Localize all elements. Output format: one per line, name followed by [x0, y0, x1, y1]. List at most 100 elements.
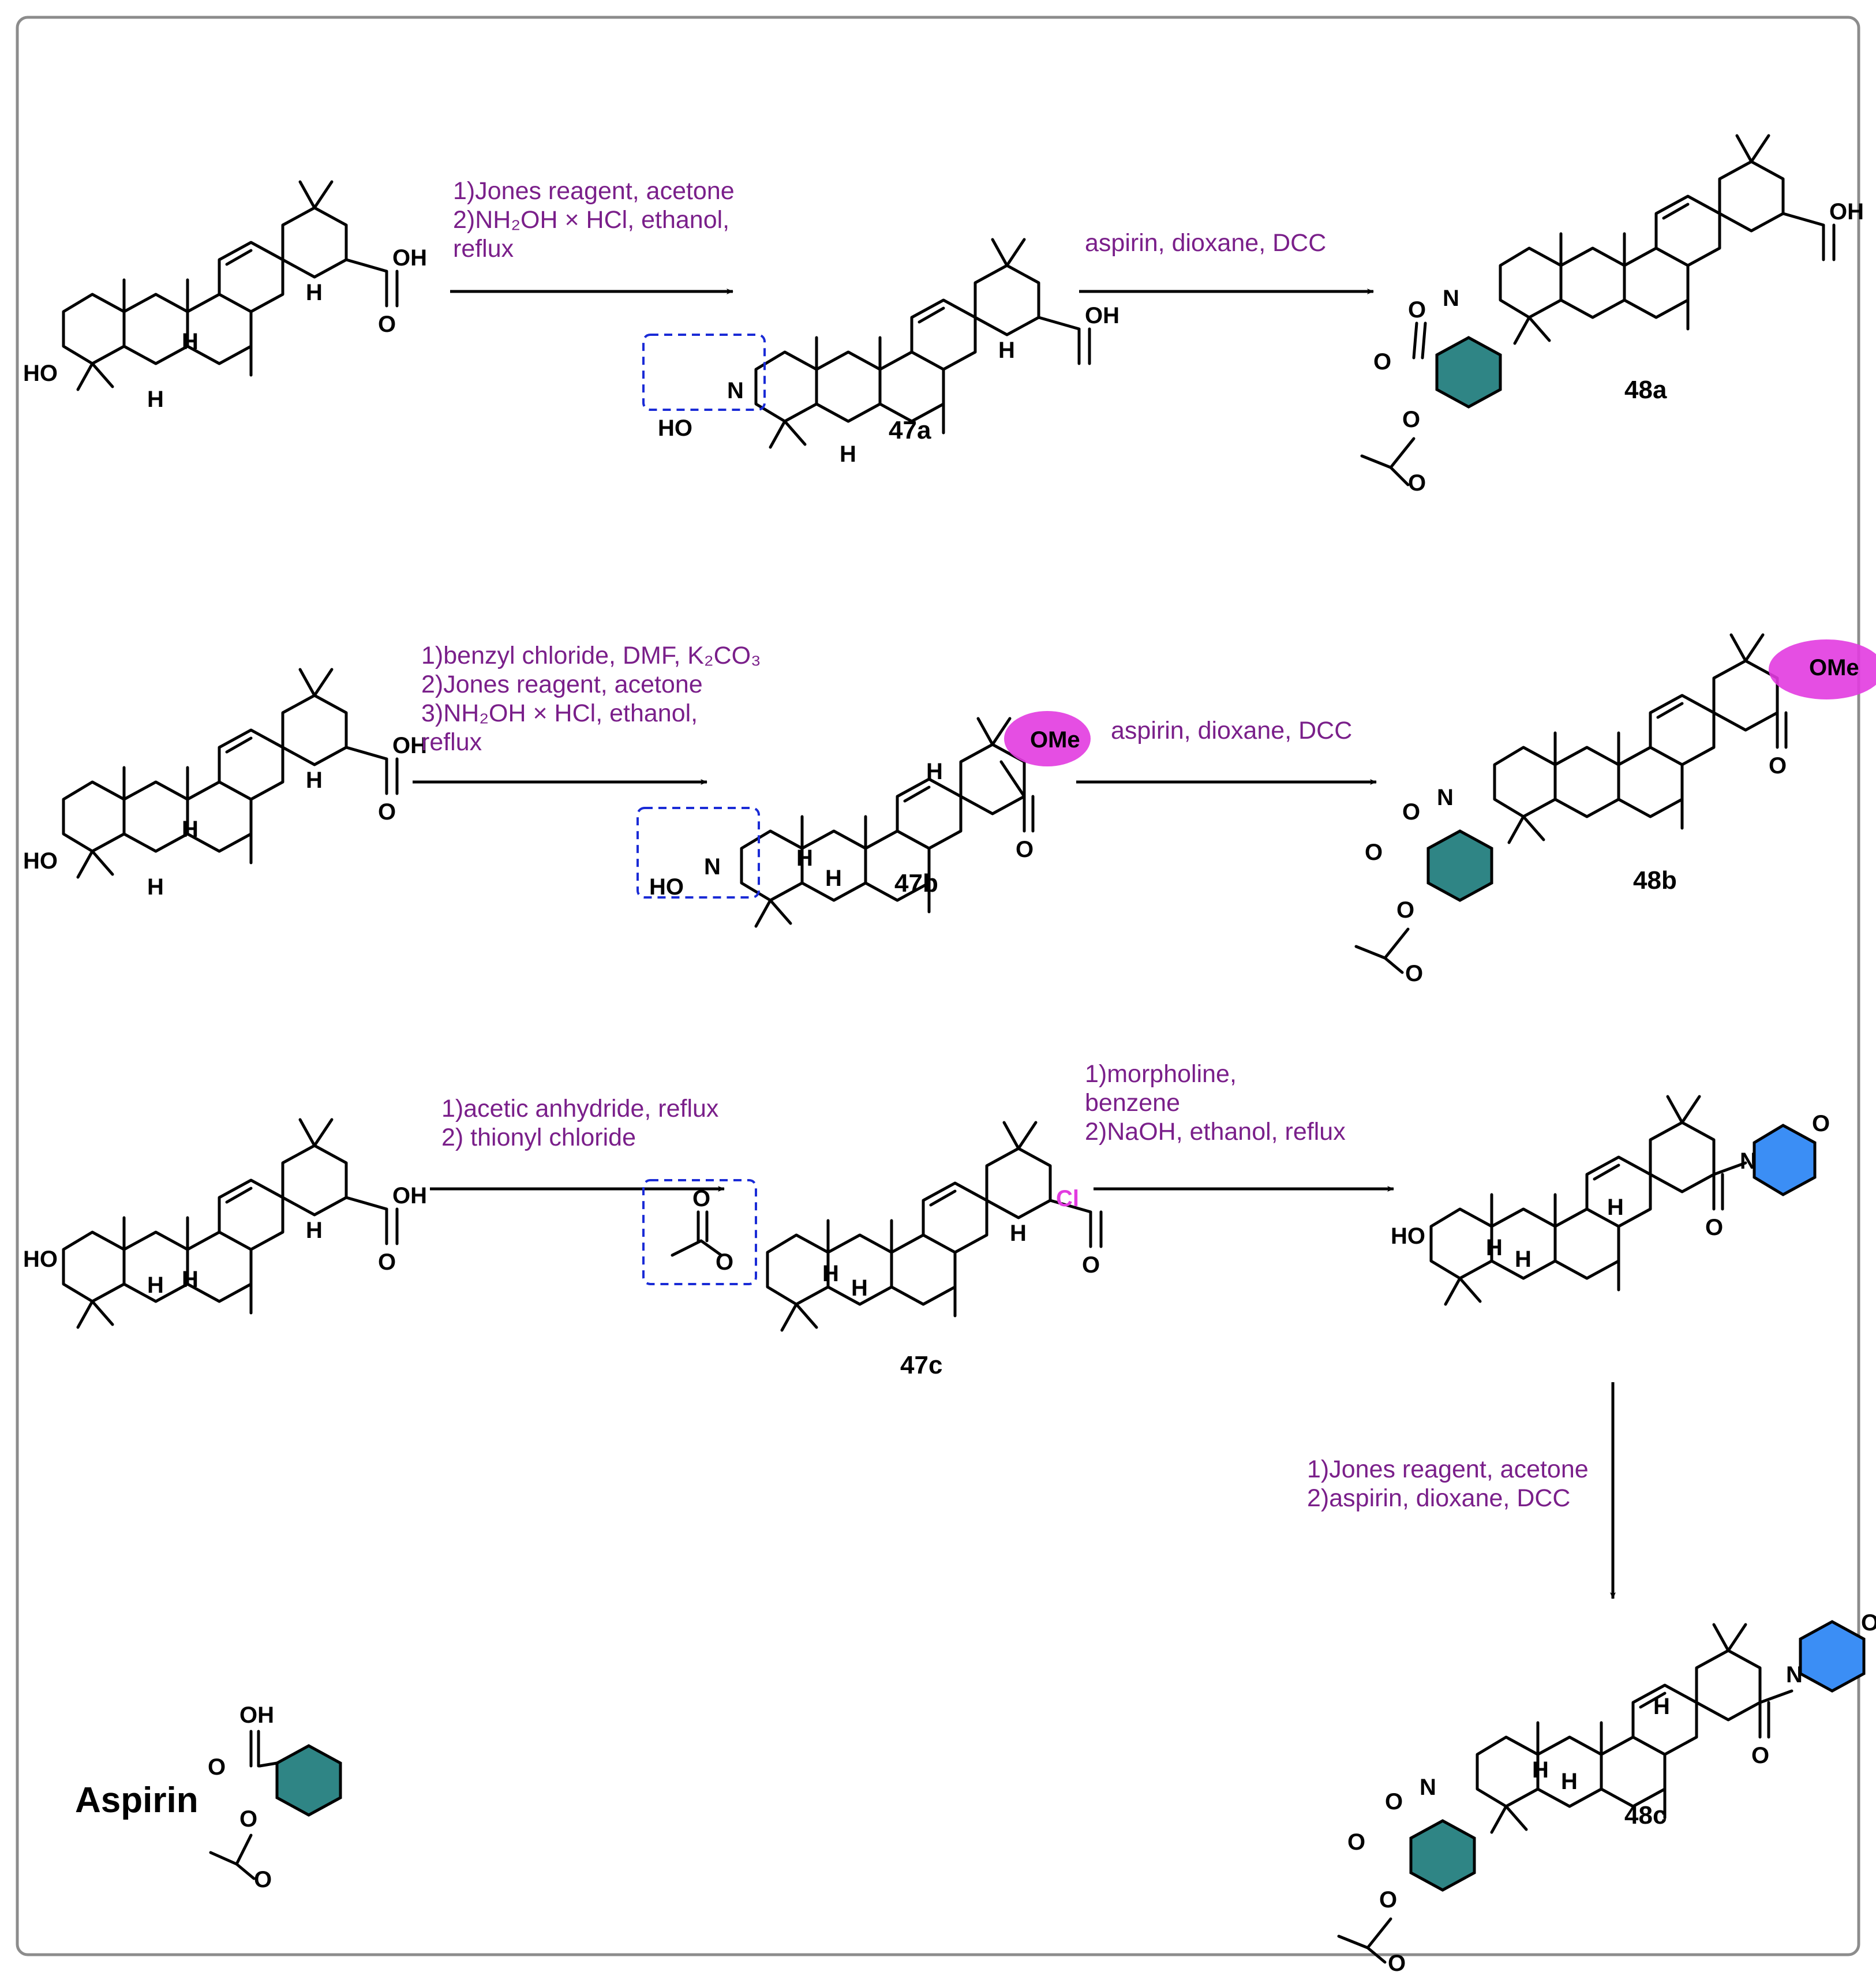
row1-starting-material: HO OH H H H O	[23, 182, 427, 412]
svg-text:HO: HO	[23, 1247, 58, 1272]
svg-text:2)NaOH, ethanol, reflux: 2)NaOH, ethanol, reflux	[1085, 1118, 1346, 1146]
benzene-ring	[275, 1744, 342, 1817]
svg-text:N: N	[1437, 785, 1454, 810]
atom-label: O	[378, 312, 396, 337]
svg-text:reflux: reflux	[453, 235, 514, 263]
svg-text:O: O	[1751, 1743, 1769, 1768]
svg-text:O: O	[1385, 1789, 1403, 1814]
svg-text:OH: OH	[239, 1702, 274, 1728]
row4-conditions: 1)Jones reagent, acetone 2)aspirin, diox…	[1307, 1455, 1589, 1512]
svg-text:O: O	[692, 1186, 710, 1211]
svg-text:benzene: benzene	[1085, 1089, 1180, 1117]
svg-text:O: O	[1812, 1111, 1830, 1136]
svg-text:N: N	[1443, 286, 1459, 311]
svg-text:O: O	[1408, 297, 1426, 323]
svg-text:O: O	[1365, 840, 1383, 865]
aspirin-label: Aspirin	[75, 1780, 199, 1820]
svg-text:H: H	[147, 874, 164, 900]
svg-text:OH: OH	[392, 1183, 427, 1208]
svg-text:O: O	[1408, 470, 1426, 496]
svg-text:O: O	[1402, 799, 1420, 825]
svg-text:O: O	[239, 1806, 257, 1832]
svg-text:O: O	[716, 1249, 733, 1275]
svg-text:1)acetic anhydride, reflux: 1)acetic anhydride, reflux	[441, 1095, 719, 1122]
row2-starting-material: HO OH H H H O	[23, 669, 427, 900]
row3-starting-material: HO OH H H H O	[23, 1120, 427, 1327]
svg-text:1)Jones reagent, acetone: 1)Jones reagent, acetone	[1307, 1455, 1589, 1483]
atom-label: H	[182, 329, 199, 354]
svg-text:O: O	[1379, 1887, 1397, 1913]
svg-text:H: H	[147, 1273, 164, 1298]
compound-47a-structure: HO N OH H H	[642, 240, 1119, 467]
svg-text:N: N	[1420, 1775, 1436, 1800]
row1-step2-conditions: aspirin, dioxane, DCC	[1085, 229, 1326, 257]
oxime-highlight-box	[642, 334, 766, 411]
svg-text:N: N	[1740, 1148, 1757, 1174]
svg-text:H: H	[182, 1267, 199, 1292]
compound-label-48c: 48c	[1624, 1801, 1667, 1829]
atom-label: H	[306, 280, 323, 305]
svg-text:O: O	[378, 1249, 396, 1275]
svg-text:H: H	[822, 1261, 839, 1286]
svg-text:2) thionyl chloride: 2) thionyl chloride	[441, 1124, 636, 1151]
benzene-ring	[1426, 829, 1493, 902]
svg-text:O: O	[1769, 753, 1787, 779]
row2-step1-conditions: 1)benzyl chloride, DMF, K₂CO₃ 2)Jones re…	[421, 642, 761, 756]
atom-label: HO	[23, 361, 58, 386]
morpholine-amide-intermediate: N O O HO H H H	[1391, 1097, 1830, 1304]
svg-text:O: O	[1082, 1252, 1100, 1278]
chloride-label: Cl	[1056, 1186, 1079, 1211]
svg-text:O: O	[1347, 1829, 1365, 1855]
svg-text:N: N	[1786, 1662, 1803, 1687]
atom-label: OH	[1085, 303, 1119, 328]
compound-label-48b: 48b	[1633, 866, 1677, 895]
svg-text:H: H	[306, 768, 323, 793]
methyl-ester-highlight	[1004, 711, 1091, 766]
svg-text:H: H	[1561, 1769, 1578, 1794]
compound-label-47c: 47c	[900, 1351, 942, 1379]
atom-label: HO	[658, 416, 692, 441]
row1-step1-conditions: 1)Jones reagent, acetone 2)NH₂OH × HCl, …	[453, 177, 735, 263]
svg-text:1)benzyl chloride, DMF, K₂CO₃: 1)benzyl chloride, DMF, K₂CO₃	[421, 642, 761, 669]
svg-text:N: N	[704, 854, 721, 880]
atom-label: H	[147, 387, 164, 412]
svg-text:HO: HO	[23, 848, 58, 874]
svg-text:O: O	[1396, 897, 1414, 923]
aspirin-structure: OH O O O	[208, 1702, 342, 1892]
svg-text:O: O	[1861, 1610, 1876, 1636]
compound-label-47a: 47a	[889, 416, 931, 444]
svg-text:H: H	[796, 845, 813, 871]
compound-47c-structure: Cl H H H O O O	[642, 1122, 1103, 1330]
svg-text:H: H	[1515, 1247, 1531, 1272]
compound-48a-structure: OH N O O O O	[1360, 136, 1864, 496]
row3-step2-conditions: 1)morpholine, benzene 2)NaOH, ethanol, r…	[1085, 1060, 1346, 1146]
compound-48c-structure: N O O N O O O O H H H	[1337, 1610, 1876, 1972]
svg-text:O: O	[208, 1754, 226, 1780]
svg-text:O: O	[1402, 407, 1420, 432]
svg-text:H: H	[825, 866, 842, 891]
svg-text:O: O	[1373, 349, 1391, 375]
methyl-ester-highlight	[1769, 639, 1876, 699]
atom-label: OH	[392, 245, 427, 271]
svg-text:1)morpholine,: 1)morpholine,	[1085, 1060, 1237, 1088]
svg-text:H: H	[851, 1275, 868, 1301]
svg-text:OH: OH	[392, 733, 427, 758]
svg-text:H: H	[926, 759, 943, 784]
oxime-highlight-box	[636, 807, 760, 899]
benzene-ring	[1435, 336, 1502, 409]
atom-label: H	[998, 338, 1015, 363]
atom-label: N	[727, 378, 744, 403]
frame	[16, 16, 1860, 1956]
svg-text:O: O	[1388, 1951, 1406, 1972]
benzene-ring	[1409, 1819, 1476, 1892]
svg-text:H: H	[182, 817, 199, 842]
morpholine-ring	[1799, 1620, 1866, 1693]
row2-step2-conditions: aspirin, dioxane, DCC	[1111, 717, 1352, 744]
svg-text:OH: OH	[1829, 199, 1864, 224]
svg-text:1)Jones reagent, acetone: 1)Jones reagent, acetone	[453, 177, 735, 205]
svg-text:H: H	[1532, 1757, 1549, 1783]
svg-text:2)Jones reagent, acetone: 2)Jones reagent, acetone	[421, 671, 703, 698]
compound-47b-structure: OMe O HO N H H H	[636, 711, 1091, 926]
compound-48b-structure: OMe O N O O O O	[1354, 635, 1876, 986]
